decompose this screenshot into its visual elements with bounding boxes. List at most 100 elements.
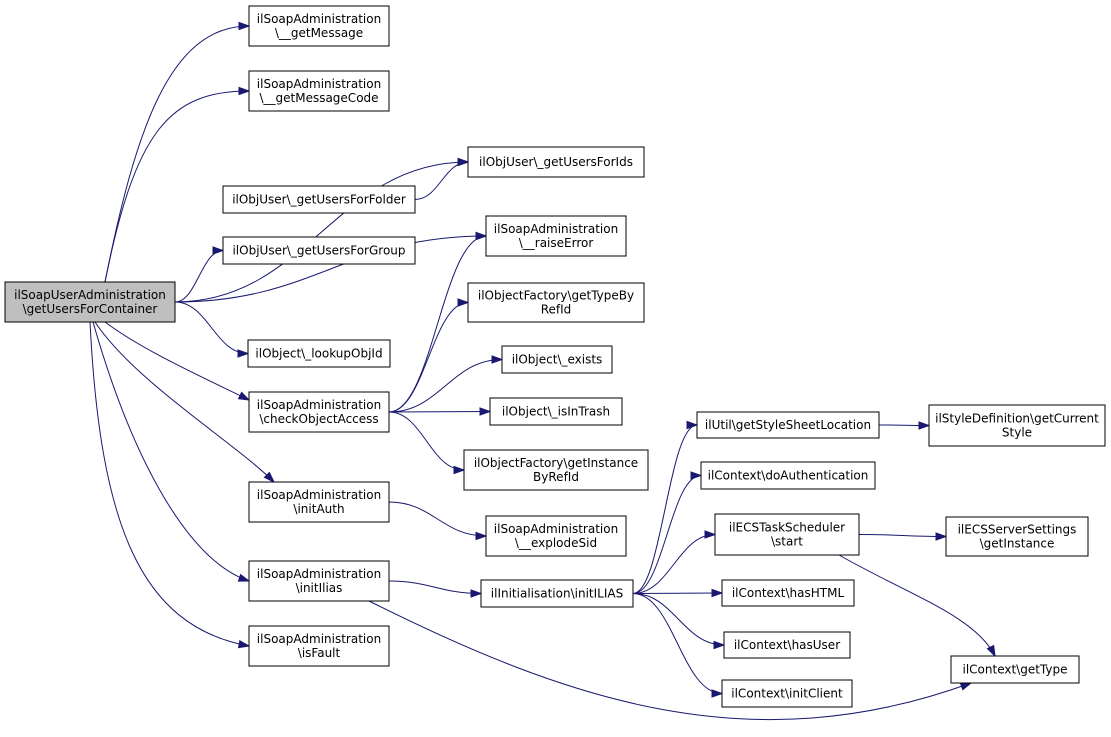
arrowhead-initILIAS-to-ecsTask	[704, 530, 717, 539]
node-usersIds[interactable]: ilObjUser\_getUsersForIds	[467, 146, 645, 178]
node-label-getMsgCode-0: ilSoapAdministration	[257, 77, 381, 91]
edge-root-to-usersGroup	[174, 250, 224, 303]
edge-initILIAS-to-doAuth	[632, 475, 702, 594]
arrowhead-root-to-usersGroup	[212, 246, 225, 255]
node-getType[interactable]: ilContext\getType	[950, 655, 1080, 684]
node-isFault[interactable]: ilSoapAdministration\isFault	[248, 625, 390, 667]
node-box-checkAcc	[248, 391, 390, 433]
node-label-styleDef-0: ilStyleDefinition\getCurrent	[935, 412, 1099, 426]
arrowhead-root-to-getMsgCode	[238, 86, 251, 96]
edge-initILIAS-to-ecsTask	[632, 534, 716, 594]
edge-initAuth-to-explode	[388, 501, 487, 537]
node-initAuth[interactable]: ilSoapAdministration\initAuth	[248, 481, 390, 523]
node-box-getType	[950, 655, 1080, 684]
node-box-initIlias	[248, 560, 390, 602]
edge-initILIAS-to-hasUser	[632, 593, 725, 646]
node-box-isInTrash	[489, 397, 623, 426]
node-initClient[interactable]: ilContext\initClient	[721, 679, 853, 708]
node-label-getTypeBy-0: ilObjectFactory\getTypeBy	[478, 289, 634, 303]
arrowhead-root-to-initAuth	[263, 471, 276, 484]
arrowhead-initILIAS-to-styleLoc	[686, 420, 699, 430]
edge-checkAcc-to-exists	[388, 359, 503, 413]
edge-root-to-usersIds	[174, 161, 469, 303]
node-doAuth[interactable]: ilContext\doAuthentication	[700, 461, 876, 490]
node-usersFolder[interactable]: ilObjUser\_getUsersForFolder	[222, 185, 416, 214]
node-label-isFault-0: ilSoapAdministration	[257, 632, 381, 646]
node-hasUser[interactable]: ilContext\hasUser	[723, 631, 851, 659]
node-label-getTypeBy-1: RefId	[541, 303, 572, 317]
node-label-initIlias-0: ilSoapAdministration	[257, 567, 381, 581]
arrowhead-initIlias-to-initILIAS	[470, 589, 483, 598]
node-box-ecsTask	[714, 513, 860, 556]
node-initIlias[interactable]: ilSoapAdministration\initIlias	[248, 560, 390, 602]
arrowhead-checkAcc-to-getInst	[453, 465, 466, 475]
node-box-getTypeBy	[467, 282, 645, 323]
node-box-doAuth	[700, 461, 876, 490]
edge-root-to-isFault	[89, 321, 250, 647]
node-label-getMsg-1: \__getMessage	[275, 26, 363, 40]
node-lookupObj[interactable]: ilObject\_lookupObjId	[247, 339, 391, 368]
node-label-root-0: ilSoapUserAdministration	[14, 288, 166, 302]
edge-root-to-initAuth	[94, 321, 275, 483]
arrowhead-checkAcc-to-exists	[491, 355, 504, 364]
node-box-exists	[501, 345, 613, 374]
arrowhead-initAuth-to-explode	[475, 531, 488, 541]
node-label-ecsSrv-1: \getInstance	[980, 537, 1055, 551]
node-ecsTask[interactable]: ilECSTaskScheduler\start	[714, 513, 860, 556]
node-label-checkAcc-0: ilSoapAdministration	[257, 398, 381, 412]
edge-initIlias-to-initILIAS	[388, 580, 482, 594]
node-box-isFault	[248, 625, 390, 667]
node-box-styleLoc	[696, 411, 880, 439]
node-label-raiseErr-0: ilSoapAdministration	[494, 222, 618, 236]
node-box-initAuth	[248, 481, 390, 523]
node-ecsSrv[interactable]: ilECSServerSettings\getInstance	[945, 516, 1089, 557]
edge-initILIAS-to-hasHTML	[632, 592, 723, 594]
node-label-getMsgCode-1: \__getMessageCode	[259, 91, 378, 105]
node-root[interactable]: ilSoapUserAdministration\getUsersForCont…	[4, 281, 176, 323]
node-label-usersIds-0: ilObjUser\_getUsersForIds	[479, 155, 633, 169]
edge-root-to-getMsgCode	[104, 90, 250, 283]
node-box-initILIAS	[480, 579, 634, 608]
node-box-getMsg	[248, 5, 390, 47]
node-label-styleLoc-0: ilUtil\getStyleSheetLocation	[705, 418, 871, 432]
node-label-exists-0: ilObject\_exists	[512, 353, 603, 367]
edge-checkAcc-to-isInTrash	[388, 411, 491, 413]
edge-checkAcc-to-getTypeBy	[388, 302, 469, 413]
node-label-getType-0: ilContext\getType	[963, 663, 1068, 677]
node-label-root-1: \getUsersForContainer	[23, 302, 158, 316]
nodes-layer: ilSoapUserAdministration\getUsersForCont…	[4, 5, 1106, 708]
arrowhead-root-to-isFault	[237, 639, 251, 649]
node-checkAcc[interactable]: ilSoapAdministration\checkObjectAccess	[248, 391, 390, 433]
edge-ecsTask-to-ecsSrv	[858, 534, 947, 537]
node-label-doAuth-0: ilContext\doAuthentication	[708, 469, 869, 483]
node-box-hasUser	[723, 631, 851, 659]
node-exists[interactable]: ilObject\_exists	[501, 345, 613, 374]
arrowhead-root-to-checkAcc	[237, 391, 251, 401]
edge-root-to-checkAcc	[104, 321, 250, 401]
node-label-styleDef-1: Style	[1002, 426, 1032, 440]
node-box-getInst	[463, 449, 649, 491]
node-getMsg[interactable]: ilSoapAdministration\__getMessage	[248, 5, 390, 47]
node-getMsgCode[interactable]: ilSoapAdministration\__getMessageCode	[248, 70, 390, 112]
arrowhead-root-to-getMsg	[238, 21, 251, 31]
node-label-getInst-0: ilObjectFactory\getInstance	[474, 456, 638, 470]
node-isInTrash[interactable]: ilObject\_isInTrash	[489, 397, 623, 426]
node-box-usersFolder	[222, 185, 416, 214]
node-initILIAS[interactable]: ilInitialisation\initILIAS	[480, 579, 634, 608]
node-explode[interactable]: ilSoapAdministration\__explodeSid	[485, 515, 627, 557]
node-usersGroup[interactable]: ilObjUser\_getUsersForGroup	[222, 236, 416, 265]
node-box-getMsgCode	[248, 70, 390, 112]
arrowhead-styleLoc-to-styleDef	[918, 421, 931, 430]
node-raiseErr[interactable]: ilSoapAdministration\__raiseError	[485, 215, 627, 257]
node-styleLoc[interactable]: ilUtil\getStyleSheetLocation	[696, 411, 880, 439]
node-box-hasHTML	[721, 579, 855, 607]
node-hasHTML[interactable]: ilContext\hasHTML	[721, 579, 855, 607]
arrowhead-initILIAS-to-hasHTML	[711, 588, 724, 598]
arrowhead-initILIAS-to-doAuth	[690, 471, 703, 480]
node-label-isFault-1: \isFault	[298, 646, 341, 660]
edge-root-to-getMsg	[104, 25, 250, 283]
node-box-initClient	[721, 679, 853, 708]
